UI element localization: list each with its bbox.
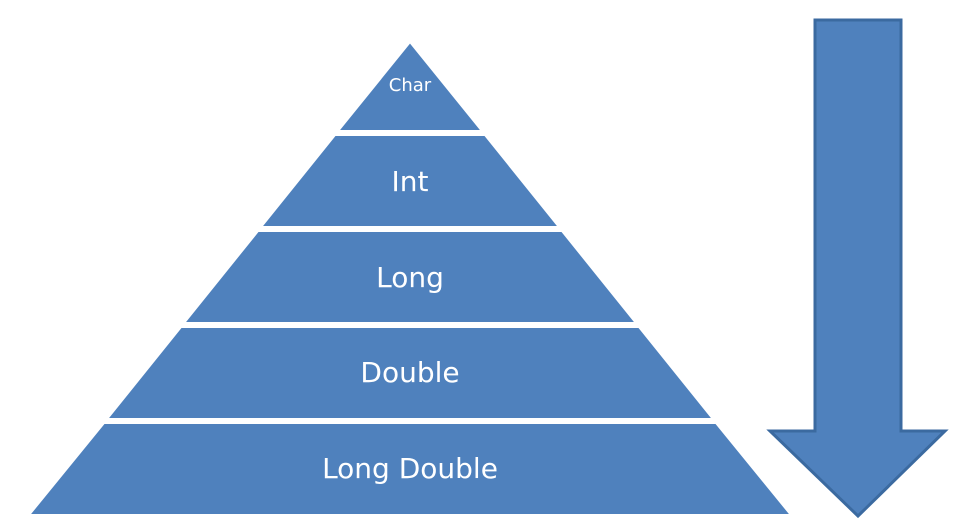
pyramid-tier-char: [335, 40, 485, 132]
pyramid-tier-double: [104, 326, 716, 420]
pyramid-tier-int: [258, 134, 562, 228]
pyramid-tier-long-label: Long: [376, 261, 444, 294]
pyramid-tier-long-double-label: Long Double: [322, 452, 498, 485]
pyramid-tier-double-label: Double: [360, 356, 459, 389]
pyramid: Char Int Long Double Long Double: [26, 40, 794, 516]
pyramid-tier-int-label: Int: [392, 165, 429, 198]
pyramid-tier-long: [181, 230, 639, 324]
arrow-down-icon: [766, 18, 949, 519]
pyramid-tier-long-double: [26, 422, 794, 516]
pyramid-tier-char-label: Char: [389, 75, 432, 96]
